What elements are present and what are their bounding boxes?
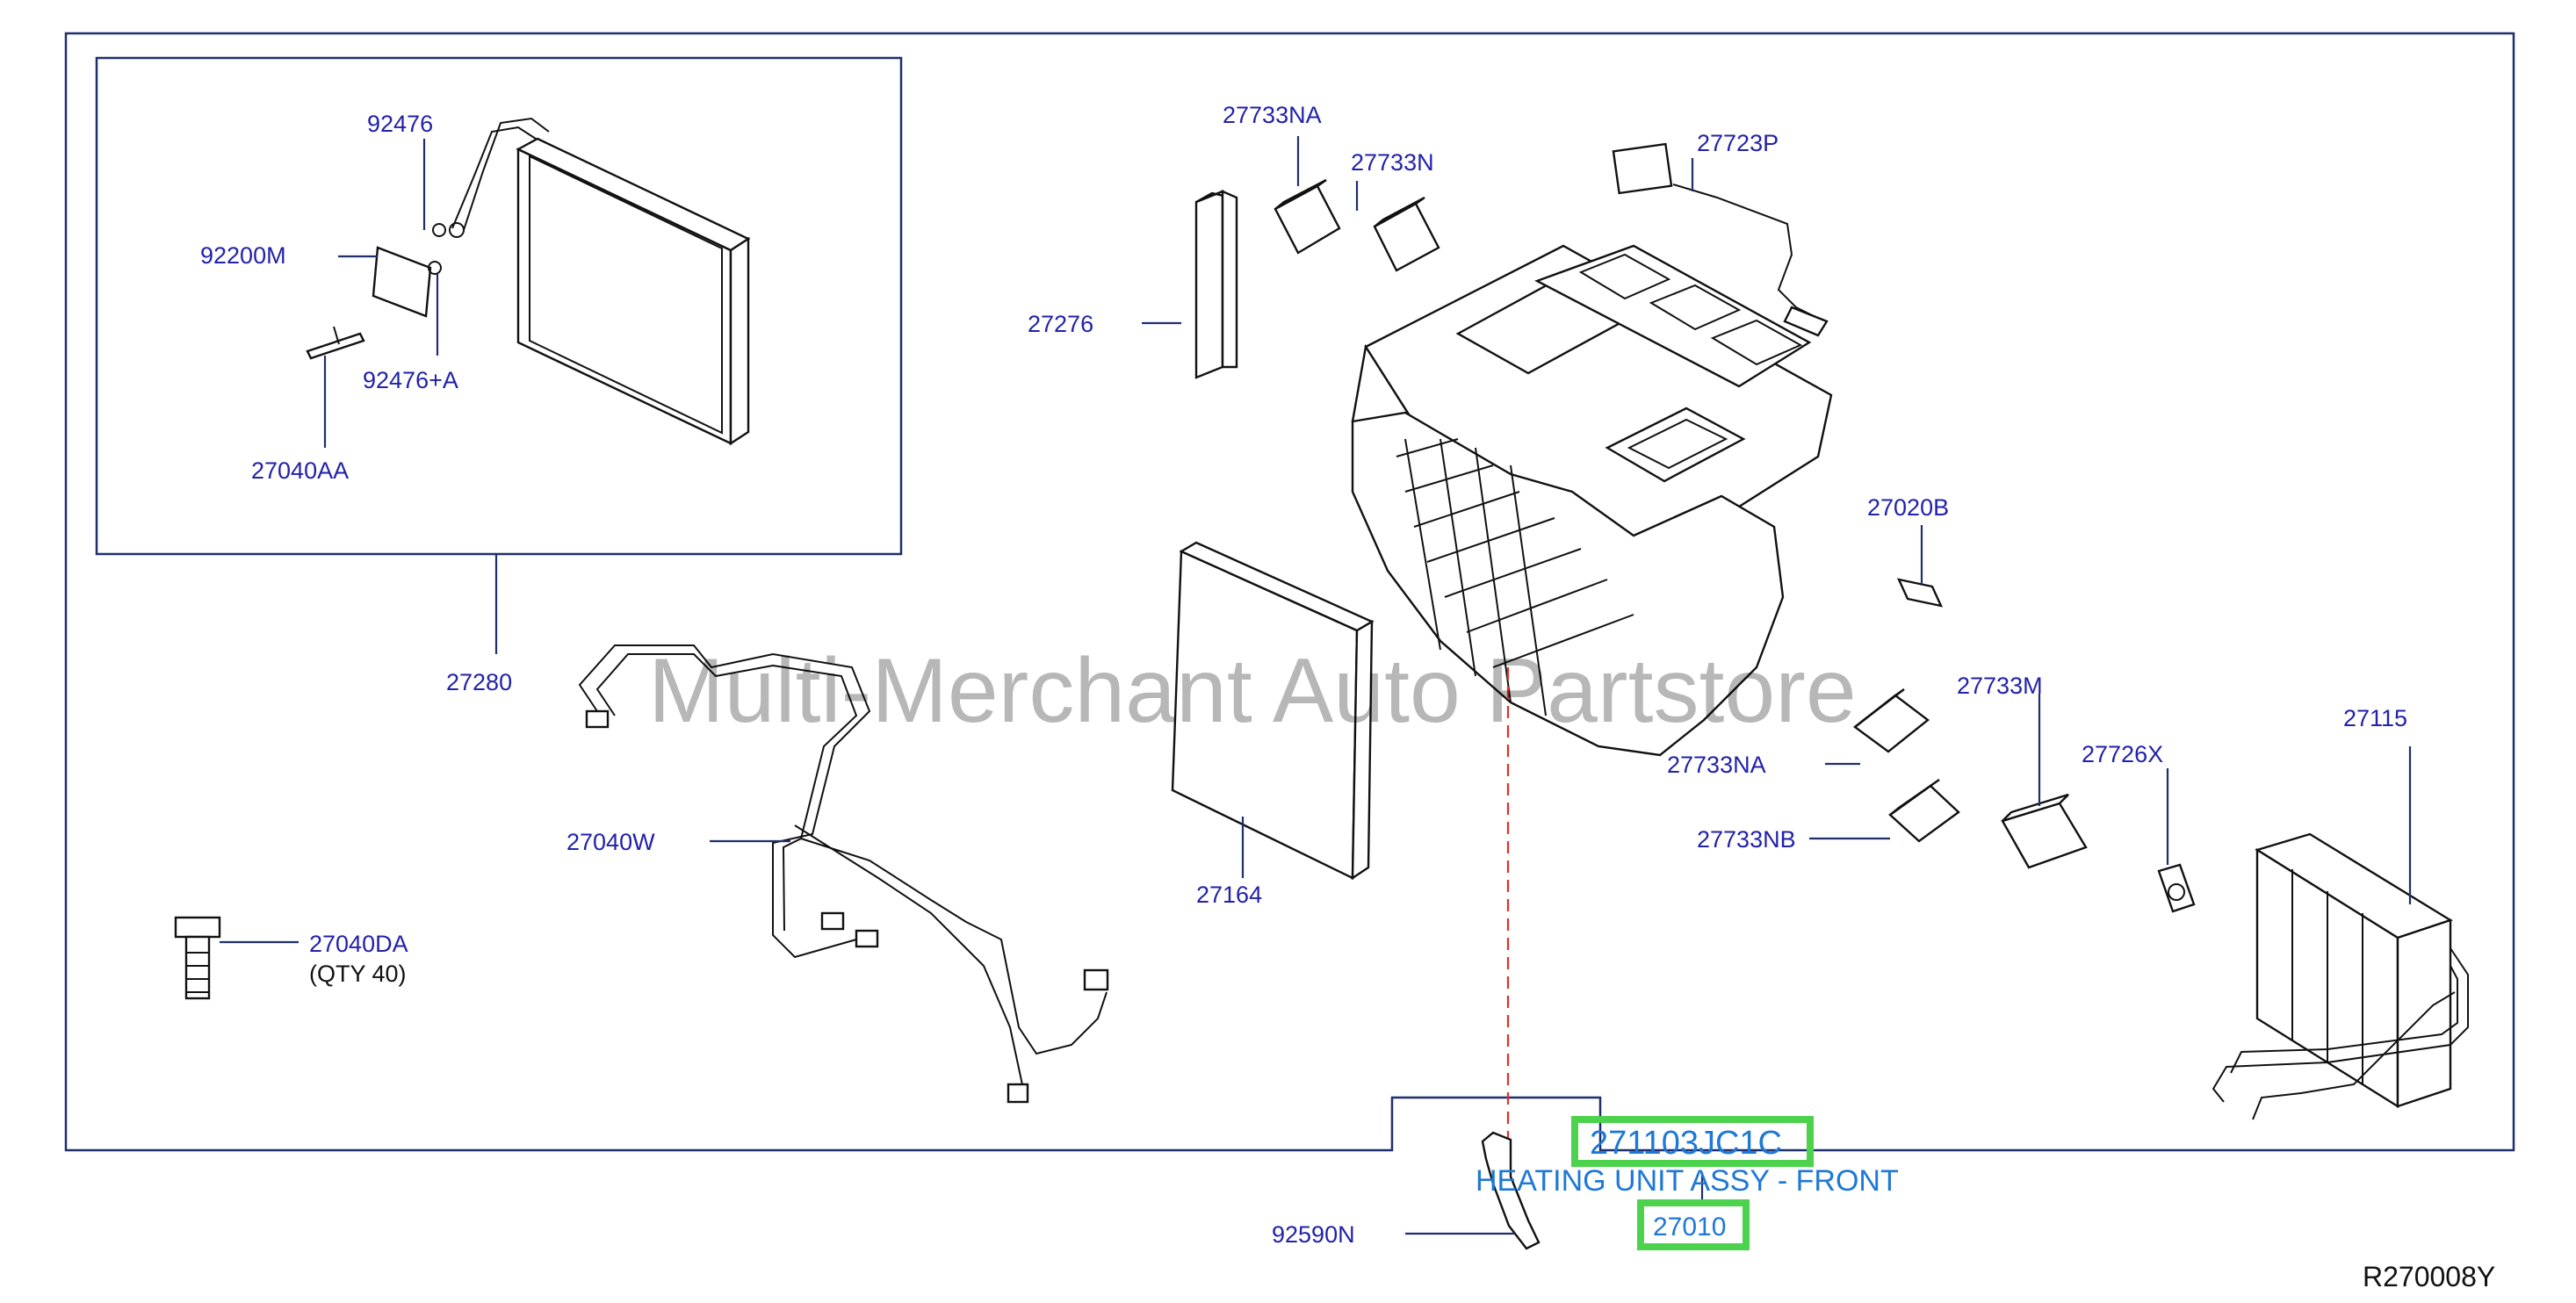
actuator-27733NA-mid	[1853, 688, 1930, 753]
callout-27733NB[interactable]: 27733NB	[1697, 826, 1796, 853]
callout-27020B[interactable]: 27020B	[1867, 494, 1949, 521]
callout-27280[interactable]: 27280	[446, 669, 512, 695]
callout-92476[interactable]: 92476	[367, 111, 433, 137]
side-bracket	[1194, 190, 1238, 379]
bolt	[174, 916, 221, 1000]
callout-27276[interactable]: 27276	[1028, 311, 1093, 337]
callout-92476A[interactable]: 92476+A	[363, 367, 458, 393]
callout-92200M[interactable]: 92200M	[200, 242, 286, 269]
watermark: Multi-Merchant Auto Partstore	[648, 640, 1857, 742]
highlighted-part-number[interactable]: 271103JC1C	[1590, 1125, 1782, 1162]
actuator-27733NA-top	[1274, 178, 1341, 255]
callout-27726X[interactable]: 27726X	[2082, 741, 2163, 767]
evaporator-sensor-pin	[306, 326, 365, 360]
aspirator-sensor	[2157, 863, 2196, 913]
callout-27733NA-mid[interactable]: 27733NA	[1667, 752, 1766, 778]
cabin-air-filter	[1171, 541, 1375, 881]
diagram-reference-code: R270008Y	[2363, 1261, 2495, 1292]
clip-27020B	[1896, 578, 1944, 608]
quantity-note: (QTY 40)	[309, 961, 407, 987]
callout-27115[interactable]: 27115	[2343, 705, 2407, 731]
diagram-frame	[64, 32, 2515, 1152]
drain-hose	[1481, 1131, 1541, 1250]
actuator-27733N	[1373, 196, 1440, 272]
actuator-27733NB	[1888, 779, 1960, 843]
actuator-27733M	[2001, 793, 2088, 869]
callout-27040AA[interactable]: 27040AA	[251, 457, 349, 484]
callout-92590N[interactable]: 92590N	[1272, 1221, 1355, 1248]
expansion-valve	[372, 223, 446, 318]
highlight-box-group-number	[1637, 1199, 1750, 1250]
callout-27040DA[interactable]: 27040DA	[309, 931, 408, 957]
callout-27723P[interactable]: 27723P	[1697, 130, 1779, 156]
evaporator-pipes	[449, 117, 550, 238]
callout-27733M[interactable]: 27733M	[1957, 673, 2043, 699]
highlighted-part-name: HEATING UNIT ASSY - FRONT	[1476, 1164, 1899, 1198]
heater-core	[2212, 832, 2469, 1120]
highlighted-group-number[interactable]: 27010	[1653, 1213, 1726, 1242]
callout-27040W[interactable]: 27040W	[566, 829, 655, 855]
heater-unit-vents	[1455, 244, 1812, 483]
highlight-box-part-number	[1571, 1116, 1814, 1167]
heater-unit-housing	[1351, 244, 1833, 757]
temperature-sensor-connector	[1612, 142, 1829, 337]
callout-27733N[interactable]: 27733N	[1351, 149, 1434, 176]
callout-27733NA-top[interactable]: 27733NA	[1223, 102, 1322, 128]
evaporator-subassembly-box	[95, 56, 903, 556]
evaporator-core	[516, 137, 751, 446]
wire-harness	[578, 644, 1109, 1104]
callout-27164[interactable]: 27164	[1196, 882, 1262, 908]
